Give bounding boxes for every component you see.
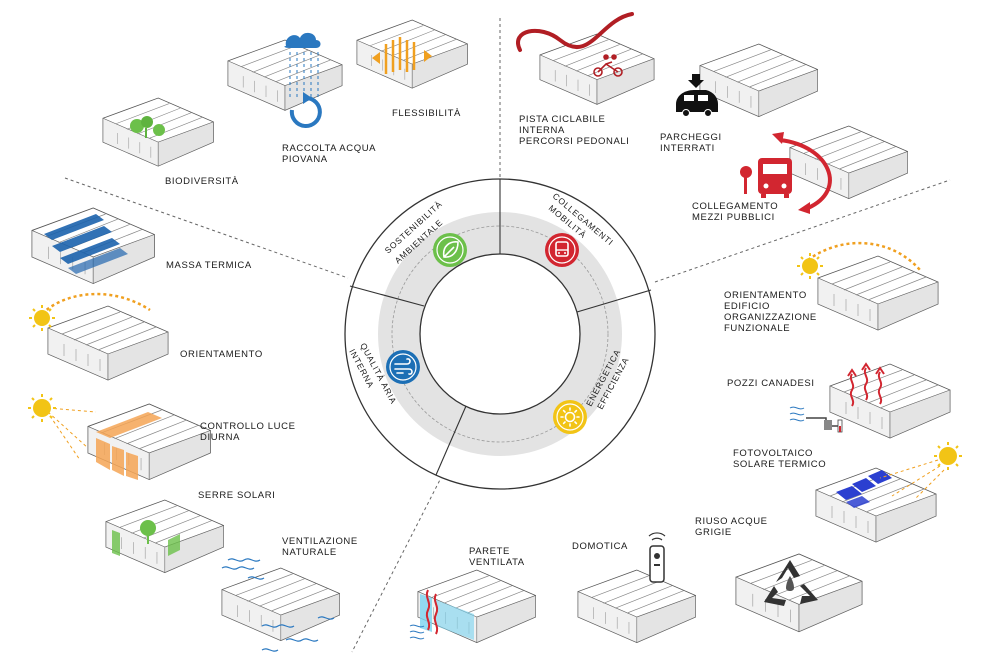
label-line: GRIGIE bbox=[695, 527, 732, 538]
thermal-mass-icon bbox=[44, 214, 128, 274]
label-line: PARETE bbox=[469, 546, 510, 557]
label-line: COLLEGAMENTO bbox=[692, 201, 778, 212]
label-line: BIODIVERSITÀ bbox=[165, 176, 239, 187]
building-parete bbox=[409, 569, 536, 643]
building-serre bbox=[105, 499, 224, 573]
label-line: DOMOTICA bbox=[572, 541, 628, 552]
circular-arrow bbox=[779, 138, 832, 210]
label-line: MASSA TERMICA bbox=[166, 260, 252, 271]
label-line: RACCOLTA ACQUA bbox=[282, 143, 376, 154]
label-line: INTERNA bbox=[519, 125, 565, 136]
sun-icon bbox=[28, 394, 56, 422]
label-massa: MASSA TERMICA bbox=[166, 260, 252, 271]
building-riuso bbox=[735, 553, 863, 633]
label-line: CONTROLLO LUCE bbox=[200, 421, 296, 432]
heat-flow-icon bbox=[847, 362, 885, 407]
resize-arrows-icon bbox=[372, 37, 432, 74]
building-orientamento bbox=[29, 292, 169, 381]
duct-icon bbox=[789, 406, 843, 433]
building-parcheggi bbox=[676, 43, 818, 117]
label-line: SERRE SOLARI bbox=[198, 490, 275, 501]
building-collegamento bbox=[740, 125, 908, 214]
recycle-icon bbox=[764, 560, 818, 606]
building-orientamento-edificio bbox=[797, 241, 939, 331]
label-pozzi: POZZI CANADESI bbox=[727, 378, 815, 389]
sun-path-arc bbox=[37, 292, 151, 319]
label-line: ORIENTAMENTO bbox=[180, 349, 263, 360]
daylight-fill bbox=[96, 412, 162, 480]
building-ventilazione bbox=[221, 558, 340, 652]
building-pista bbox=[516, 12, 655, 105]
label-line: PISTA CICLABILE bbox=[519, 114, 605, 125]
label-line: POZZI CANADESI bbox=[727, 378, 815, 389]
building-biodiversita bbox=[102, 97, 214, 167]
tree-icon bbox=[130, 116, 165, 138]
label-line: ORGANIZZAZIONE bbox=[724, 312, 817, 323]
label-line: NATURALE bbox=[282, 547, 337, 558]
dashed-separators bbox=[64, 18, 951, 653]
sun-icon bbox=[29, 305, 55, 331]
remote-control-icon bbox=[648, 532, 666, 583]
bus-stop-icon bbox=[740, 158, 792, 198]
label-line: VENTILATA bbox=[469, 557, 525, 568]
label-line: DIURNA bbox=[200, 432, 240, 443]
label-line: VENTILAZIONE bbox=[282, 536, 358, 547]
tandem-bike-icon bbox=[593, 54, 623, 77]
label-line: FOTOVOLTAICO bbox=[733, 448, 813, 459]
building-flessibilita bbox=[356, 19, 468, 89]
label-line: MEZZI PUBBLICI bbox=[692, 212, 775, 223]
label-domotica: DOMOTICA bbox=[572, 541, 628, 552]
label-line: INTERRATI bbox=[660, 143, 715, 154]
label-line: FLESSIBILITÀ bbox=[392, 108, 461, 119]
label-line: FUNZIONALE bbox=[724, 323, 790, 334]
label-orientamento: ORIENTAMENTO bbox=[180, 349, 263, 360]
label-line: SOLARE TERMICO bbox=[733, 459, 826, 470]
building-fotovoltaico bbox=[815, 442, 962, 543]
sun-path-arc bbox=[807, 241, 921, 271]
tree-icon bbox=[112, 520, 180, 556]
label-flessibilita: FLESSIBILITÀ bbox=[392, 108, 461, 119]
label-line: PERCORSI PEDONALI bbox=[519, 136, 630, 147]
leaf-icon bbox=[433, 233, 467, 267]
bus-icon bbox=[545, 233, 579, 267]
solar-panel-icon bbox=[836, 470, 892, 508]
building-pozzi bbox=[789, 362, 951, 439]
rain-cloud-icon bbox=[284, 32, 322, 128]
sun-icon bbox=[553, 400, 587, 434]
label-line: RIUSO ACQUE bbox=[695, 516, 768, 527]
heat-flow-icon bbox=[409, 589, 474, 640]
sun-icon bbox=[797, 253, 823, 279]
label-line: EDIFICIO bbox=[724, 301, 770, 312]
building-raccolta bbox=[227, 32, 343, 128]
car-icon bbox=[676, 74, 718, 117]
label-serre: SERRE SOLARI bbox=[198, 490, 275, 501]
building-massa bbox=[31, 207, 155, 284]
building-controllo bbox=[28, 394, 211, 480]
label-line: PARCHEGGI bbox=[660, 132, 722, 143]
central-hub bbox=[344, 178, 656, 490]
label-line: PIOVANA bbox=[282, 154, 328, 165]
bike-path-line bbox=[516, 12, 634, 52]
label-biodiversita: BIODIVERSITÀ bbox=[165, 176, 239, 187]
sun-icon bbox=[934, 442, 962, 470]
wind-icon bbox=[221, 558, 335, 652]
building-domotica bbox=[577, 532, 696, 643]
wind-icon bbox=[386, 350, 420, 384]
label-line: ORIENTAMENTO bbox=[724, 290, 807, 301]
